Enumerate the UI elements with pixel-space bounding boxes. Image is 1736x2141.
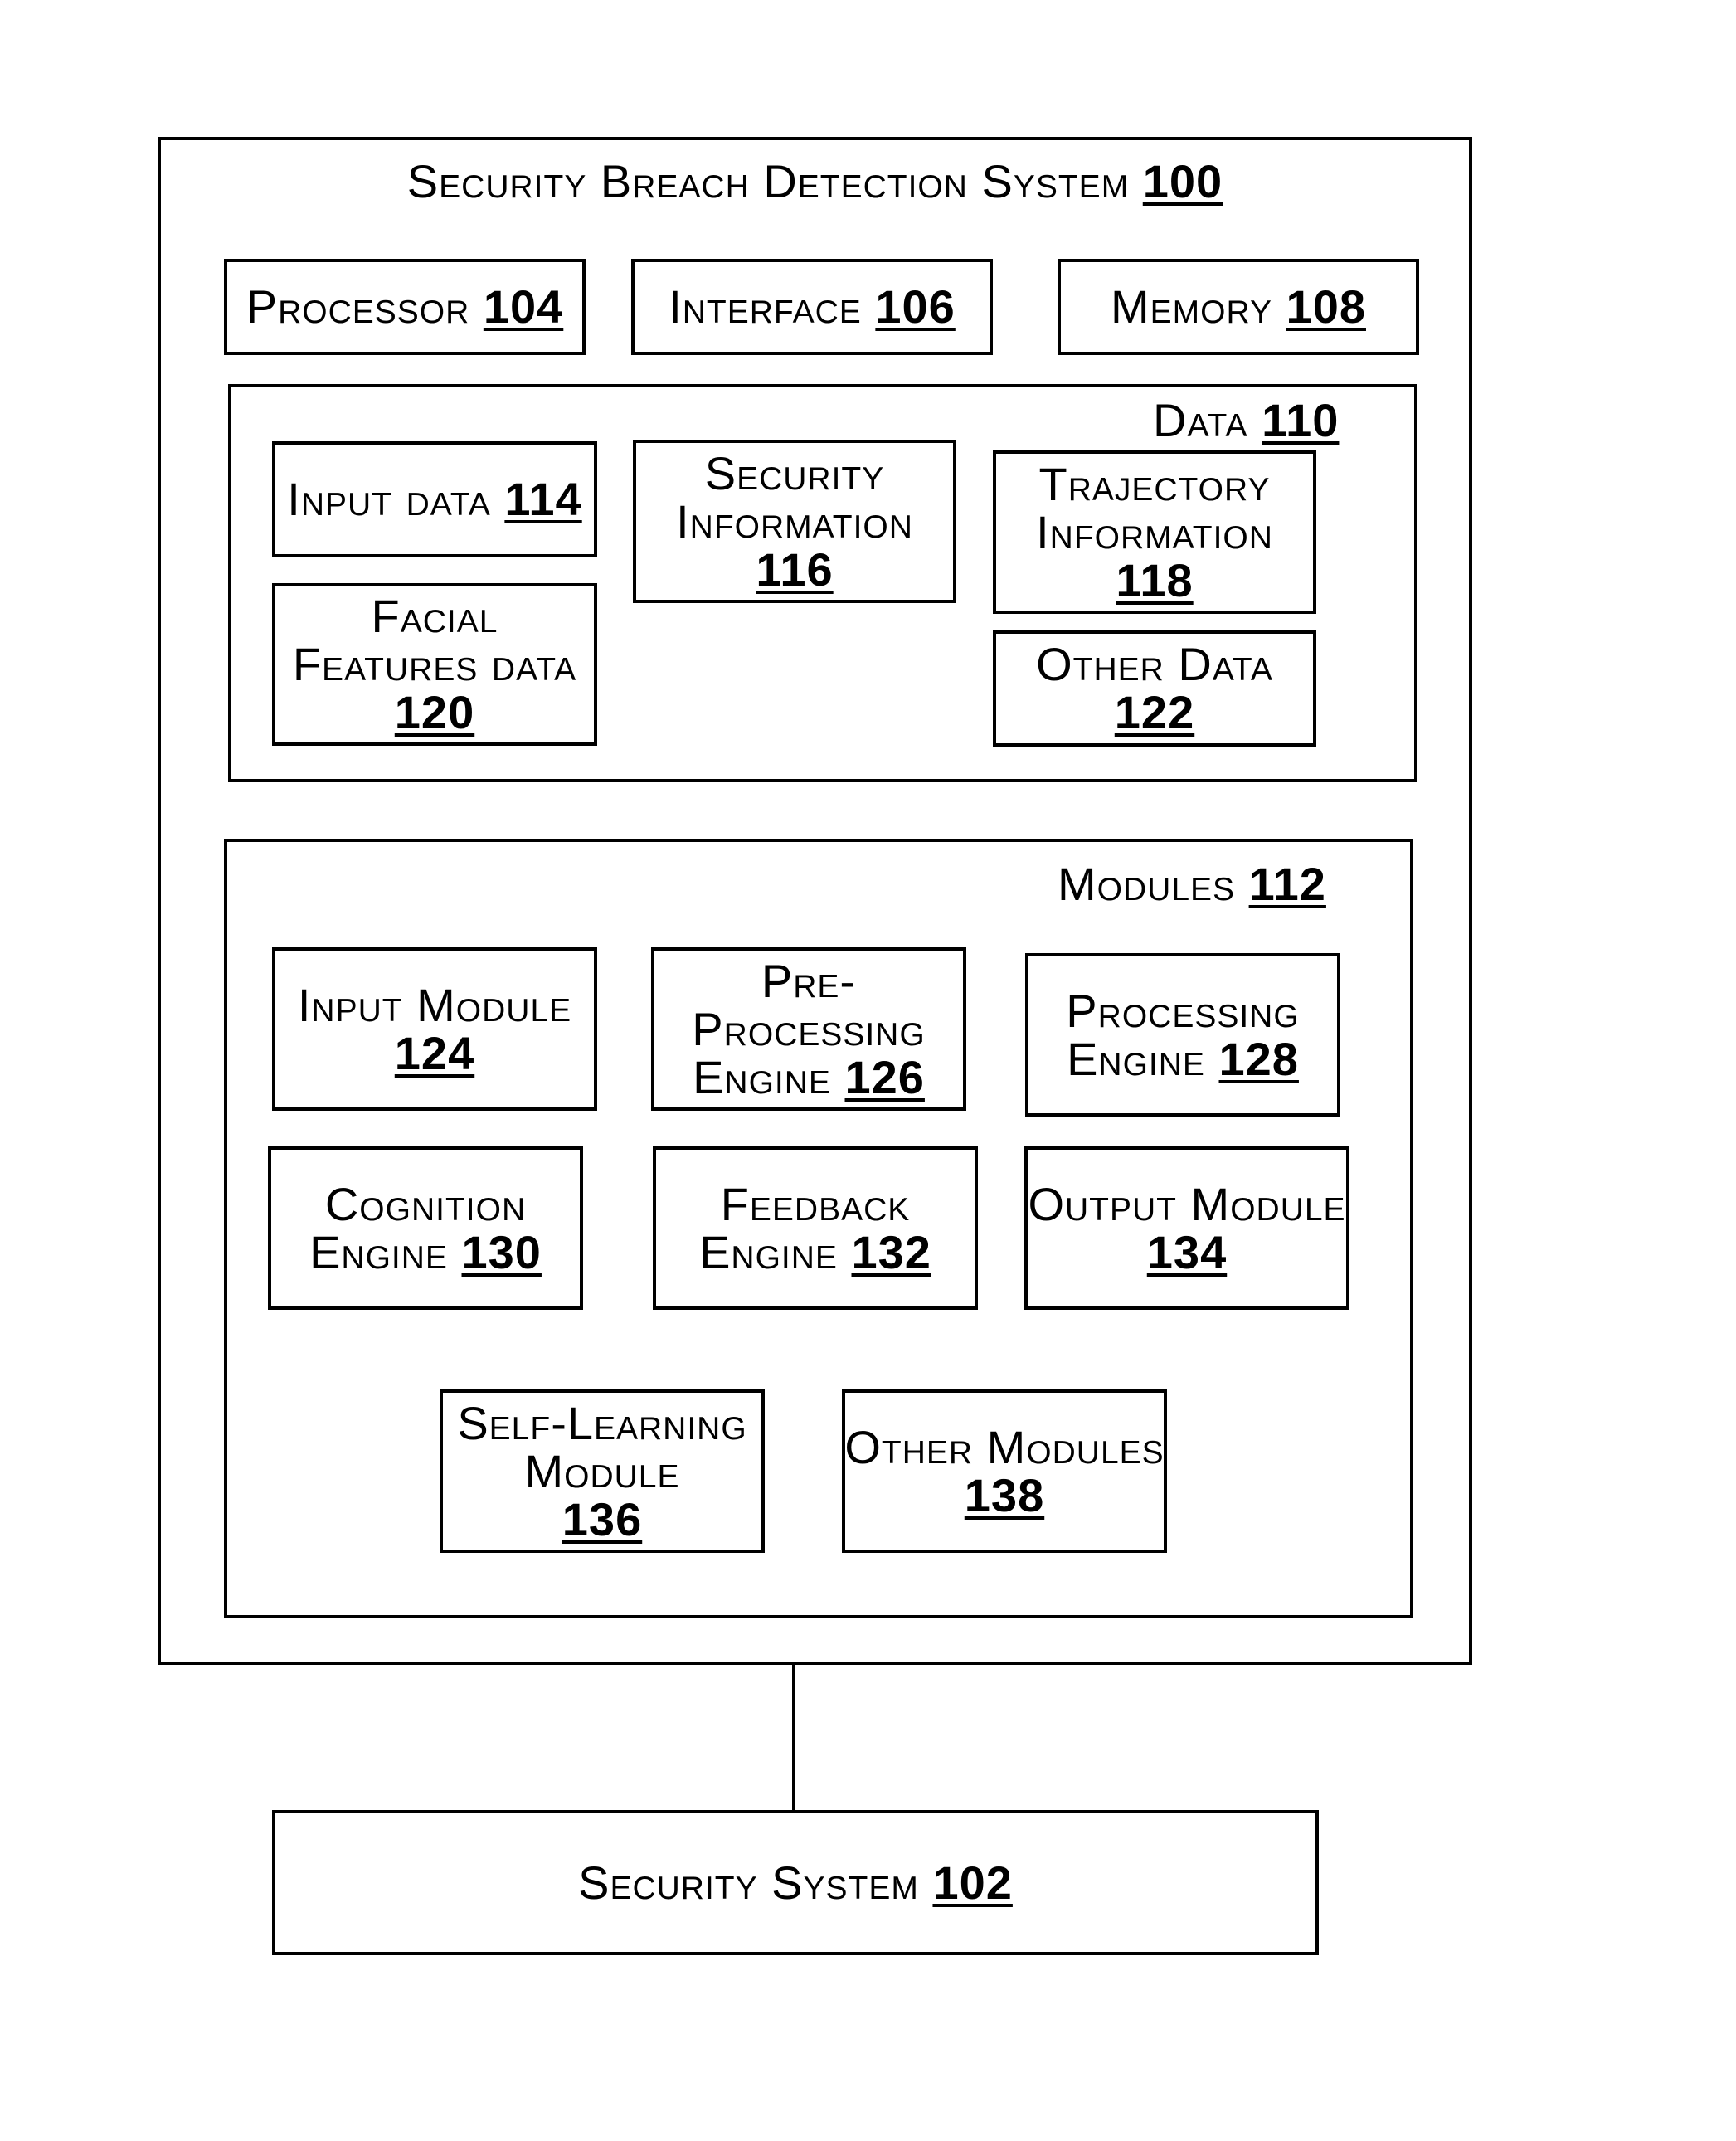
feedback-engine-box: Feedback Engine 132 <box>653 1146 978 1310</box>
processing-engine-ref: 128 <box>1219 1033 1299 1085</box>
security-information-line-2: Information <box>676 498 913 546</box>
other-modules-ref: 138 <box>965 1472 1044 1520</box>
system-connector-line <box>792 1665 795 1810</box>
data-ref: 110 <box>1262 394 1339 446</box>
input-data-box: Input data 114 <box>272 441 597 557</box>
trajectory-information-ref: 118 <box>1116 557 1193 605</box>
cognition-engine-line-2: Engine <box>309 1226 448 1278</box>
other-modules-box: Other Modules 138 <box>842 1389 1167 1553</box>
other-modules-label: Other Modules <box>844 1423 1164 1472</box>
pre-processing-line-2: Processing <box>692 1005 925 1053</box>
processing-engine-box: Processing Engine 128 <box>1025 953 1340 1117</box>
system-ref: 100 <box>1143 155 1223 207</box>
modules-group-title: Modules 112 <box>1058 860 1326 908</box>
data-group-title: Data 110 <box>1153 397 1339 445</box>
self-learning-ref: 136 <box>562 1496 642 1544</box>
interface-box: Interface 106 <box>631 259 993 355</box>
facial-features-line-1: Facial <box>372 592 498 640</box>
system-title: Security Breach Detection System 100 <box>158 158 1472 206</box>
input-module-ref: 124 <box>395 1029 474 1078</box>
processing-engine-line-1: Processing <box>1066 987 1299 1035</box>
output-module-label: Output Module <box>1028 1180 1345 1229</box>
input-data-label: Input data <box>287 473 491 525</box>
pre-processing-line-1: Pre- <box>761 957 856 1005</box>
input-data-ref: 114 <box>504 473 581 525</box>
other-data-ref: 122 <box>1115 689 1194 737</box>
security-system-label: Security System <box>578 1856 919 1909</box>
output-module-ref: 134 <box>1147 1229 1227 1277</box>
feedback-engine-line-1: Feedback <box>721 1180 911 1229</box>
cognition-engine-ref: 130 <box>462 1226 542 1278</box>
interface-ref: 106 <box>875 280 955 333</box>
system-title-text: Security Breach Detection System <box>407 155 1129 207</box>
other-data-box: Other Data 122 <box>993 630 1316 747</box>
security-information-box: Security Information 116 <box>633 440 956 603</box>
trajectory-information-line-1: Trajectory <box>1039 460 1271 508</box>
facial-features-line-2: Features data <box>293 640 576 689</box>
security-information-line-1: Security <box>705 450 885 498</box>
memory-ref: 108 <box>1286 280 1366 333</box>
other-data-label: Other Data <box>1036 640 1273 689</box>
feedback-engine-line-2: Engine <box>699 1226 838 1278</box>
input-module-box: Input Module 124 <box>272 947 597 1111</box>
input-module-label: Input Module <box>298 981 571 1029</box>
modules-ref: 112 <box>1249 858 1326 910</box>
security-information-ref: 116 <box>756 546 833 594</box>
feedback-engine-ref: 132 <box>852 1226 931 1278</box>
trajectory-information-box: Trajectory Information 118 <box>993 450 1316 614</box>
processor-box: Processor 104 <box>224 259 586 355</box>
processor-ref: 104 <box>484 280 563 333</box>
facial-features-ref: 120 <box>395 689 474 737</box>
self-learning-module-box: Self-Learning Module 136 <box>440 1389 765 1553</box>
security-system-ref: 102 <box>932 1856 1012 1909</box>
self-learning-line-1: Self-Learning <box>457 1399 746 1448</box>
pre-processing-engine-box: Pre- Processing Engine 126 <box>651 947 966 1111</box>
data-title-text: Data <box>1153 394 1248 446</box>
processor-label: Processor <box>246 280 470 333</box>
facial-features-data-box: Facial Features data 120 <box>272 583 597 746</box>
self-learning-line-2: Module <box>524 1448 679 1496</box>
cognition-engine-line-1: Cognition <box>325 1180 526 1229</box>
memory-label: Memory <box>1111 280 1272 333</box>
output-module-box: Output Module 134 <box>1024 1146 1349 1310</box>
security-system-box: Security System 102 <box>272 1810 1319 1955</box>
trajectory-information-line-2: Information <box>1036 508 1273 557</box>
interface-label: Interface <box>669 280 862 333</box>
pre-processing-line-3: Engine <box>693 1051 831 1103</box>
modules-title-text: Modules <box>1058 858 1235 910</box>
cognition-engine-box: Cognition Engine 130 <box>268 1146 583 1310</box>
pre-processing-ref: 126 <box>845 1051 925 1103</box>
memory-box: Memory 108 <box>1058 259 1419 355</box>
processing-engine-line-2: Engine <box>1067 1033 1205 1085</box>
